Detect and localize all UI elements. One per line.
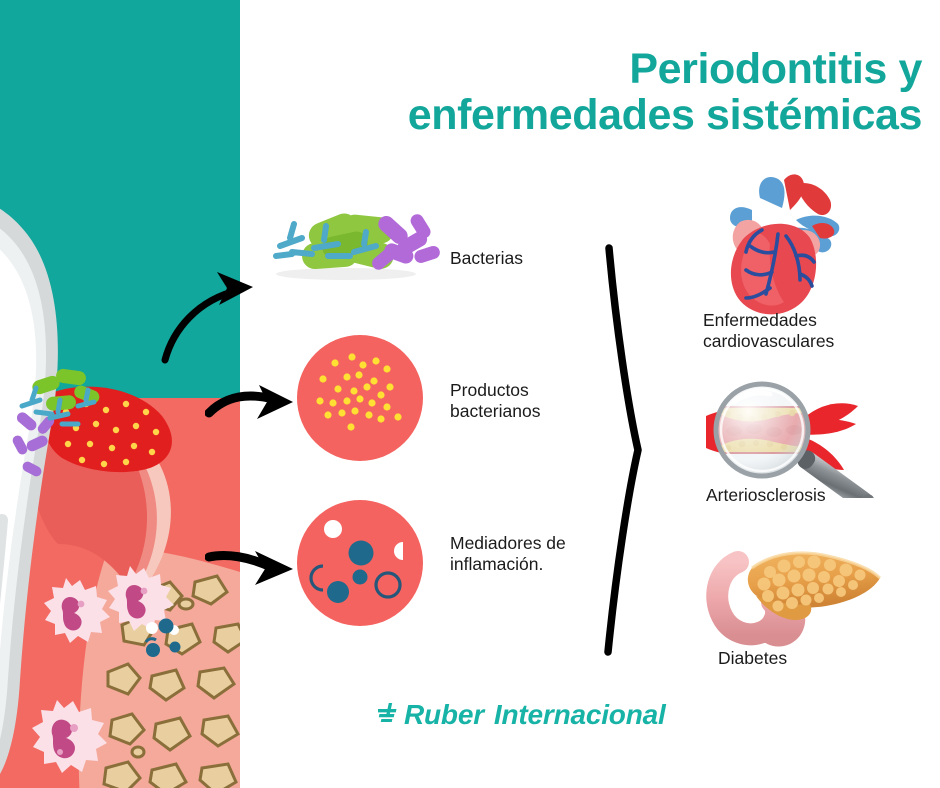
artery-magnifier-icon [694,378,894,512]
label-cardio-line2: cardiovasculares [703,331,835,351]
label-bacterias: Bacterias [450,248,523,268]
title-line-1: Periodontitis y [629,45,922,93]
heart-icon [700,168,848,316]
arrow-right-mediadores-icon [204,543,297,593]
label-productos-bacterianos: Productos bacterianos [450,380,540,421]
ruber-cross-mark-icon [376,702,402,728]
arrow-right-productos-icon [204,383,297,433]
label-mediadores-line2: inflamación. [450,553,544,574]
logo-word-internacional: Internacional [493,699,666,730]
label-cardio-line1: Enfermedades [703,310,817,330]
label-diabetes-line1: Diabetes [718,648,788,668]
page-title: Periodontitis y enfermedades sistémicas [262,45,923,139]
label-arteriosclerosis: Arteriosclerosis [706,485,826,506]
bacterial-products-circle-icon [297,335,423,461]
label-mediadores-inflamacion: Mediadores de inflamación. [450,533,566,574]
ruber-internacional-logo[interactable]: Ruber Internacional [376,695,666,735]
title-line-2: enfermedades sistémicas [407,91,923,139]
logo-text: Ruber Internacional [404,699,666,731]
pancreas-icon [700,540,890,650]
curved-arrow-up-right-icon [155,268,270,373]
inflammation-mediators-circle-icon [297,500,423,626]
label-mediadores-line1: Mediadores de [450,533,566,553]
curly-bracket-connector [588,236,658,671]
label-productos-line2: bacterianos [450,400,541,421]
left-illustration-panel [0,0,240,788]
label-productos-line1: Productos [450,380,529,400]
logo-word-ruber: Ruber [404,699,484,730]
label-artero-line1: Arteriosclerosis [706,485,826,505]
label-enfermedades-cardiovasculares: Enfermedades cardiovasculares [703,310,834,352]
label-diabetes: Diabetes [718,648,787,669]
bacteria-cluster-icon [258,196,444,282]
tooth-cross-section-illustration [0,120,240,788]
